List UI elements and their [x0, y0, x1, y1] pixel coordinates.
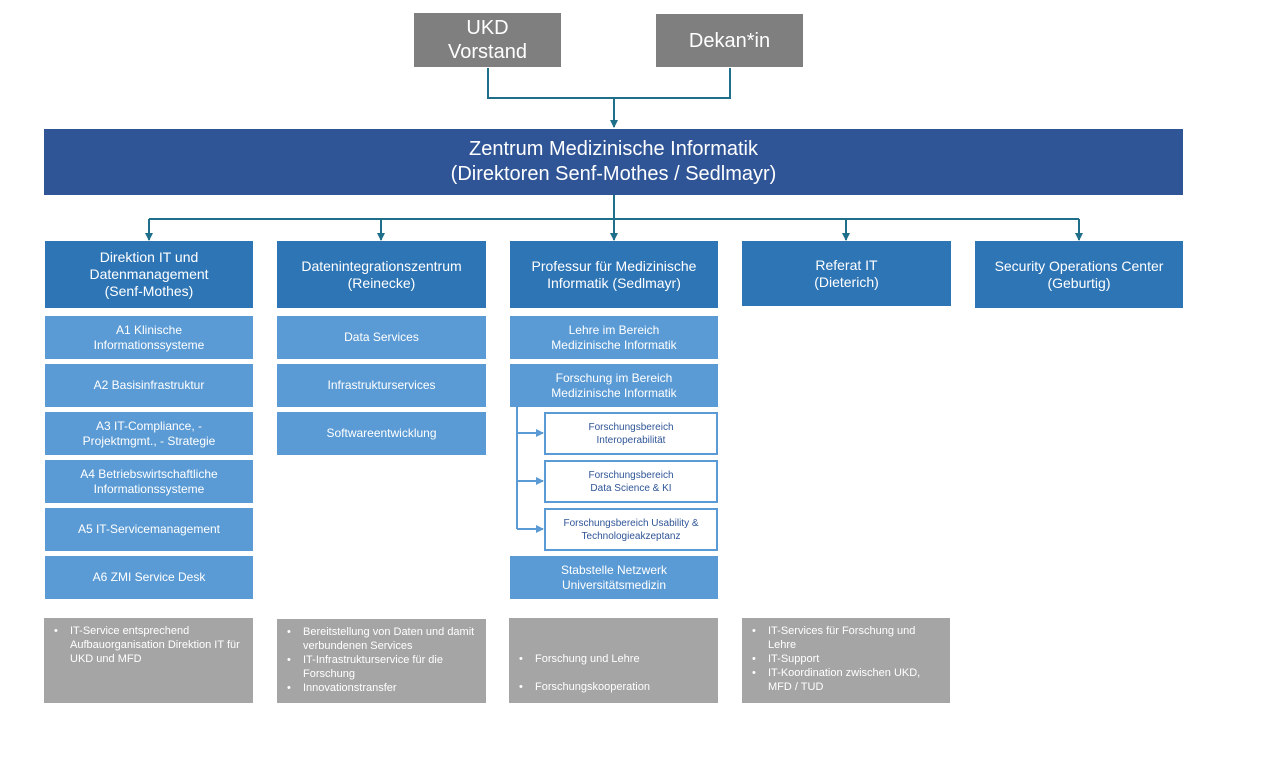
info-item: IT-Service entsprechend Aufbauorganisati… — [52, 624, 245, 666]
info-item: IT-Koordination zwischen UKD, MFD / TUD — [750, 666, 942, 694]
unit-infrastrukturservices: Infrastrukturservices — [277, 364, 486, 407]
dept-professur-medizinische-informatik: Professur für Medizinische Informatik (S… — [510, 241, 718, 308]
info-box-referat-it: IT-Services für Forschung und Lehre IT-S… — [742, 618, 950, 703]
info-item: IT-Support — [750, 652, 942, 666]
ukd-vorstand-box: UKD Vorstand — [413, 12, 562, 68]
center-banner: Zentrum Medizinische Informatik (Direkto… — [44, 129, 1183, 195]
info-item: Innovationstransfer und -scouting — [517, 708, 710, 736]
dept-datenintegrationszentrum: Datenintegrationszentrum (Reinecke) — [277, 241, 486, 308]
unit-lehre: Lehre im Bereich Medizinische Informatik — [510, 316, 718, 359]
unit-forschung: Forschung im Bereich Medizinische Inform… — [510, 364, 718, 407]
dekan-box: Dekan*in — [655, 13, 804, 68]
info-box-direktion-it: IT-Service entsprechend Aufbauorganisati… — [44, 618, 253, 703]
unit-a3: A3 IT-Compliance, - Projektmgmt., - Stra… — [45, 412, 253, 455]
connector-lines — [145, 68, 1083, 533]
info-box-professur: Forschung und Lehre Forschungskooperatio… — [509, 618, 718, 735]
info-item: Forschungskooperation — [517, 680, 710, 694]
dept-referat-it: Referat IT (Dieterich) — [742, 241, 951, 306]
unit-softwareentwicklung: Softwareentwicklung — [277, 412, 486, 455]
center-title: Zentrum Medizinische Informatik — [469, 138, 758, 160]
info-item: IT-Services für Forschung und Lehre — [750, 624, 942, 652]
unit-a6: A6 ZMI Service Desk — [45, 556, 253, 599]
research-data-science-ki: Forschungsbereich Data Science & KI — [544, 460, 718, 503]
dept-direktion-it: Direktion IT und Datenmanagement (Senf-M… — [45, 241, 253, 308]
unit-stabstelle: Stabstelle Netzwerk Universitätsmedizin — [510, 556, 718, 599]
connector-top — [487, 68, 731, 99]
unit-data-services: Data Services — [277, 316, 486, 359]
dept-security-operations-center: Security Operations Center (Geburtig) — [975, 241, 1183, 308]
unit-a1: A1 Klinische Informationssysteme — [45, 316, 253, 359]
info-item: Bereitstellung von Daten und damit verbu… — [285, 625, 478, 653]
research-interoperabilitaet: Forschungsbereich Interoperabilität — [544, 412, 718, 455]
unit-a4: A4 Betriebswirtschaftliche Informationss… — [45, 460, 253, 503]
info-item: Innovationstransfer — [285, 681, 478, 695]
info-box-datenintegrationszentrum: Bereitstellung von Daten und damit verbu… — [277, 619, 486, 703]
unit-a2: A2 Basisinfrastruktur — [45, 364, 253, 407]
center-subtitle: (Direktoren Senf-Mothes / Sedlmayr) — [450, 163, 777, 185]
research-usability: Forschungsbereich Usability & Technologi… — [544, 508, 718, 551]
info-item: Forschung und Lehre — [517, 652, 710, 666]
unit-a5: A5 IT-Servicemanagement — [45, 508, 253, 551]
info-item: IT-Infrastrukturservice für die Forschun… — [285, 653, 478, 681]
